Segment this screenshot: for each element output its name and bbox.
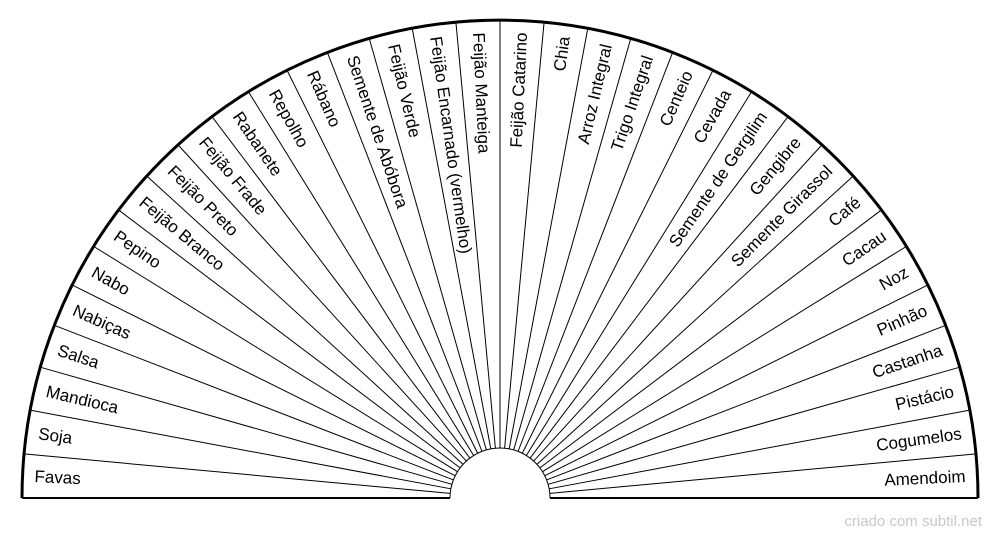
- segment-label: Salsa: [55, 341, 102, 373]
- segment-divider: [71, 284, 456, 477]
- segment-divider: [118, 209, 461, 469]
- segment-label: Amendoim: [884, 467, 966, 490]
- segment-divider: [536, 175, 854, 465]
- segment-divider: [513, 38, 632, 451]
- segment-label: Castanha: [870, 341, 946, 382]
- segment-divider: [54, 324, 454, 481]
- segment-divider: [368, 38, 487, 451]
- segment-label: Mandioca: [44, 382, 121, 417]
- segment-divider: [455, 21, 496, 449]
- segment-divider: [521, 69, 714, 454]
- segment-label: Repolho: [265, 86, 312, 151]
- segment-divider: [542, 245, 907, 473]
- segment-divider: [247, 91, 475, 456]
- segment-divider: [146, 175, 464, 465]
- segment-divider: [411, 28, 492, 449]
- hub-arc: [449, 447, 551, 499]
- segment-divider: [504, 21, 545, 449]
- segment-label: Arroz Integral: [574, 42, 616, 146]
- segment-divider: [517, 52, 674, 452]
- outer-arc: [20, 18, 980, 499]
- segment-label: Feijão Catarino: [507, 32, 531, 148]
- segment-label: Feijão Verde: [384, 42, 424, 139]
- segment-dividers: [20, 18, 980, 499]
- segment-divider: [546, 324, 946, 481]
- segment-label: Cacau: [839, 227, 890, 270]
- segment-label: Chia: [550, 35, 574, 73]
- segment-label: Soja: [37, 424, 74, 448]
- segment-label: Centeio: [656, 68, 697, 129]
- segment-divider: [93, 245, 458, 473]
- segment-divider: [525, 91, 753, 456]
- segment-label: Nabiças: [70, 301, 134, 343]
- segment-label: Café: [825, 193, 865, 231]
- segment-label: Favas: [34, 467, 81, 488]
- segment-divider: [326, 52, 483, 452]
- segment-label: Pistácio: [893, 382, 955, 414]
- segment-divider: [30, 409, 451, 490]
- segment-label: Nabo: [88, 263, 133, 299]
- segment-divider: [508, 28, 589, 449]
- segment-label: Noz: [876, 263, 912, 294]
- segment-label: Pepino: [110, 227, 164, 273]
- segment-label: Feijão Manteiga: [469, 32, 494, 154]
- segment-divider: [549, 409, 970, 490]
- segment-divider: [544, 284, 929, 477]
- segment-label: Cogumelos: [875, 424, 963, 455]
- segment-divider: [547, 366, 960, 485]
- segment-divider: [529, 116, 789, 459]
- segment-label: Cevada: [690, 86, 735, 147]
- segment-label: Pinhão: [874, 301, 930, 340]
- segment-divider: [533, 144, 823, 462]
- segment-divider: [211, 116, 471, 459]
- segment-label: Semente Girassol: [727, 162, 836, 271]
- segment-divider: [40, 366, 453, 485]
- segment-divider: [539, 209, 882, 469]
- segment-label: Rábano: [303, 68, 344, 130]
- segment-divider: [549, 453, 977, 494]
- segment-divider: [286, 69, 479, 454]
- segment-divider: [177, 144, 467, 462]
- segment-label: Trigo Integral: [607, 53, 657, 153]
- credit-text: criado com subtil.net: [844, 513, 982, 530]
- segment-divider: [23, 453, 451, 494]
